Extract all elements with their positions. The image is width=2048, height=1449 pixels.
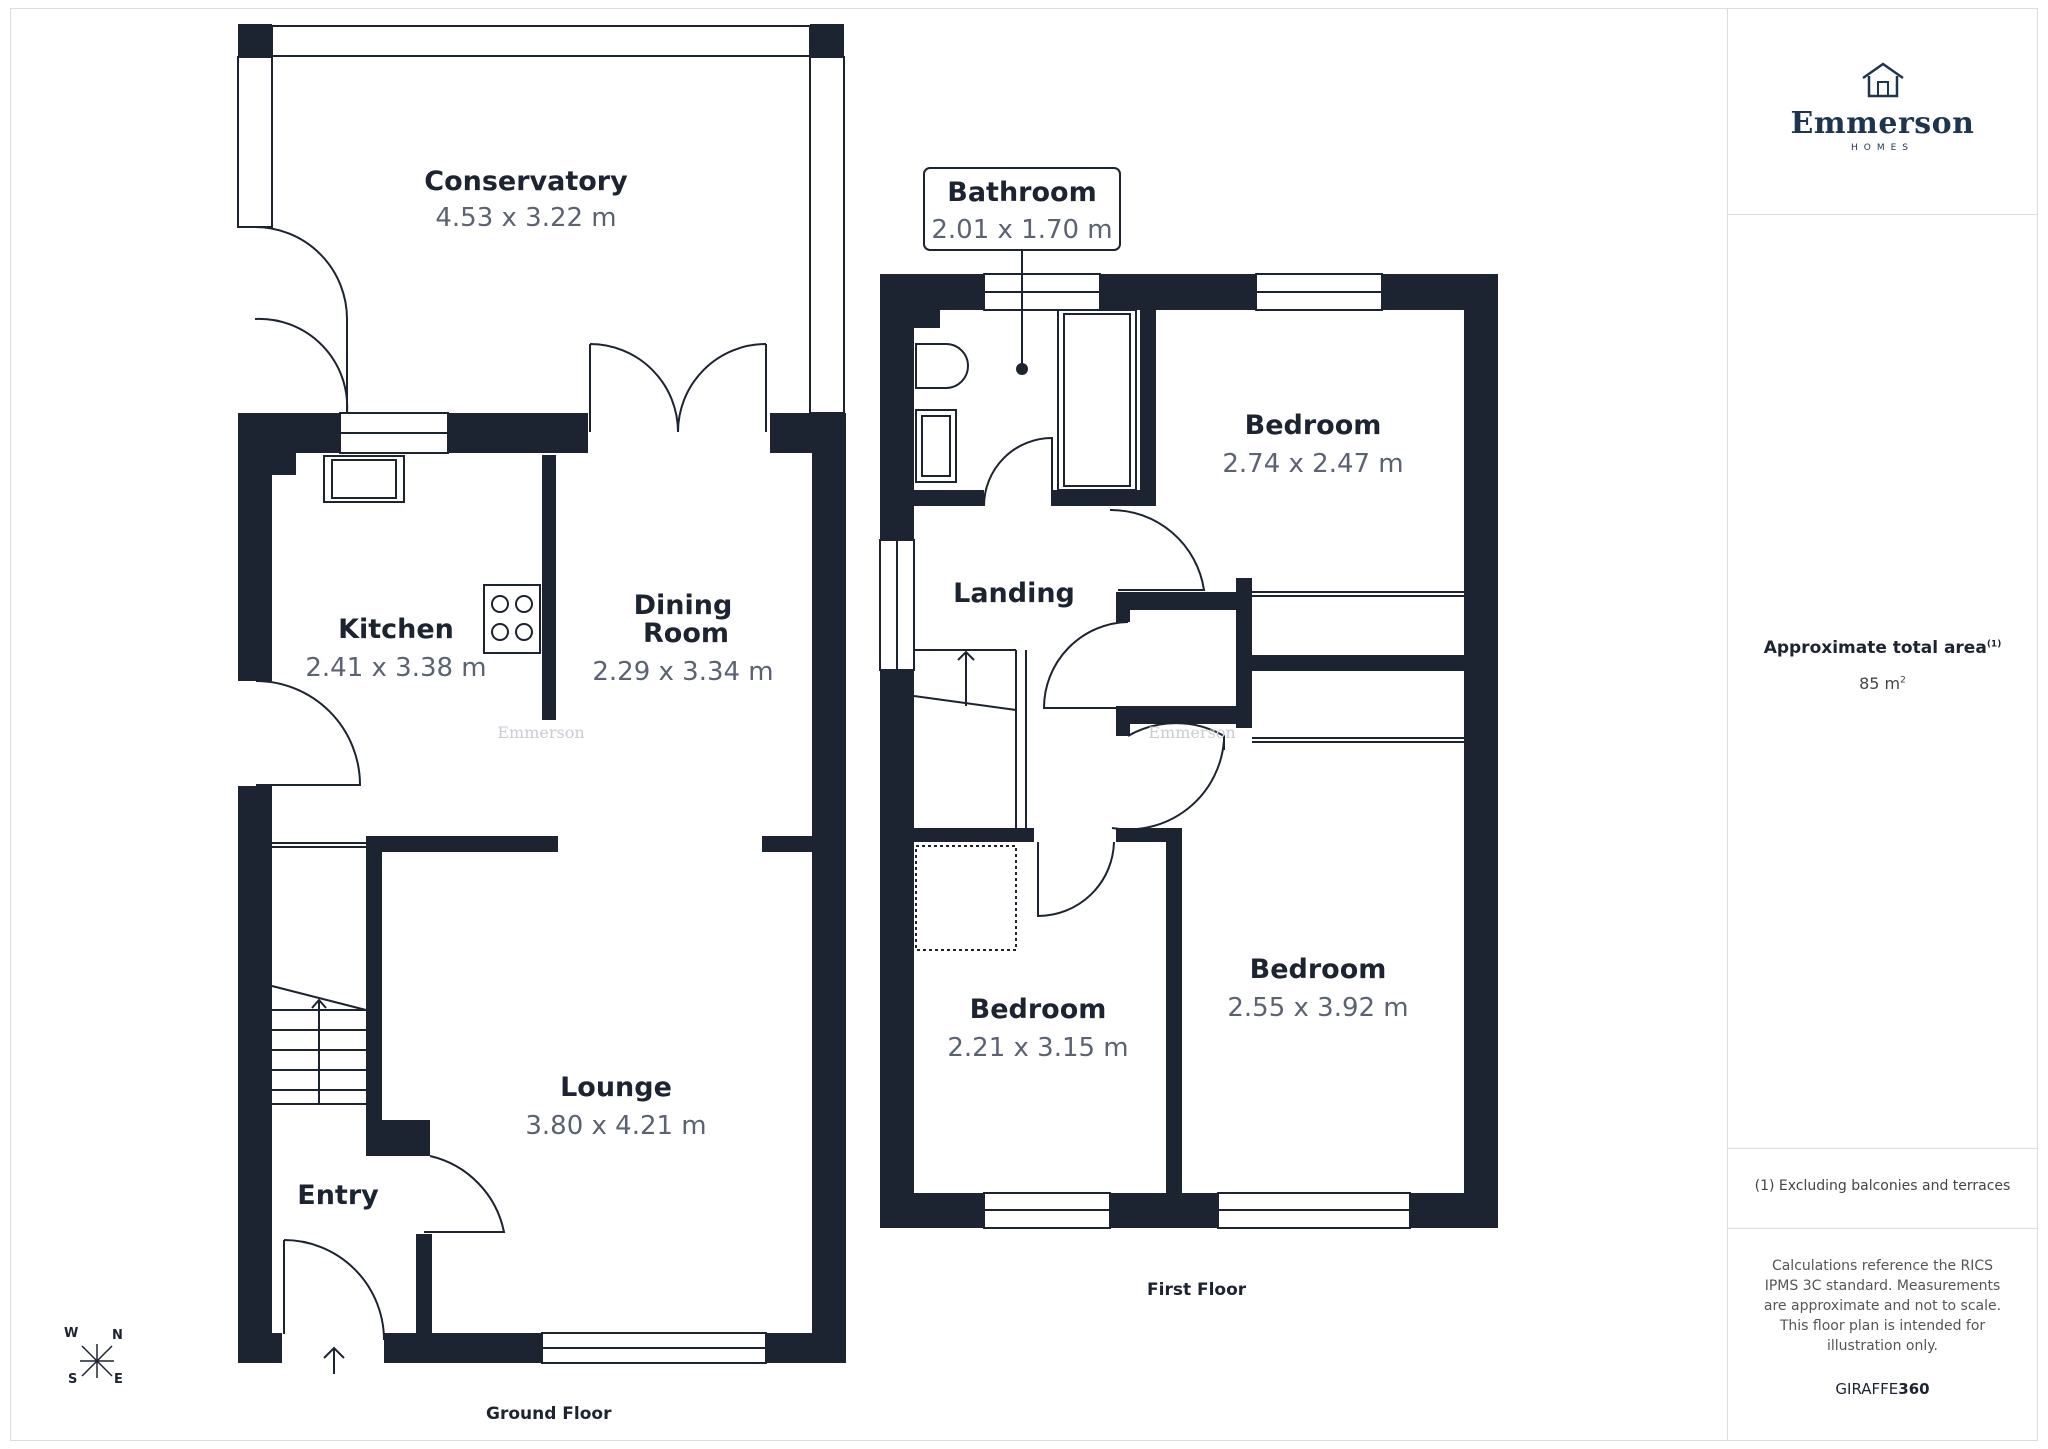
panel-divider-3: [1727, 1228, 2038, 1229]
logo-tagline: HOMES: [1850, 143, 1915, 153]
room-name-bedroom-3: Bedroom: [970, 994, 1107, 1025]
room-dims-bedroom-1: 2.74 x 2.47 m: [1222, 449, 1403, 479]
info-panel: [1727, 8, 2038, 1441]
room-name-bedroom-1: Bedroom: [1245, 410, 1382, 441]
room-dims-bathroom: 2.01 x 1.70 m: [931, 215, 1112, 245]
room-name-lounge: Lounge: [560, 1072, 672, 1103]
area-value: 85 m2: [1859, 674, 1906, 693]
logo-name: Emmerson: [1790, 106, 1975, 141]
room-name-dining-1: Dining: [634, 590, 733, 621]
room-name-landing: Landing: [953, 578, 1075, 609]
room-dims-dining: 2.29 x 3.34 m: [592, 657, 773, 687]
first-floor-walls: [880, 274, 1498, 1228]
watermark-first: Emmerson: [1148, 723, 1235, 742]
room-name-bathroom: Bathroom: [947, 177, 1096, 208]
first-floor-fixtures: [879, 273, 1464, 1229]
area-title: Approximate total area(1): [1763, 638, 2002, 658]
room-name-kitchen: Kitchen: [338, 614, 454, 645]
compass-s: S: [68, 1372, 78, 1387]
footnote: (1) Excluding balconies and terraces: [1754, 1178, 2011, 1194]
ground-floor-walls: [238, 24, 846, 1363]
ground-floor-label: Ground Floor: [486, 1404, 612, 1424]
first-floor-label: First Floor: [1147, 1280, 1247, 1300]
brand-logo: Emmerson HOMES: [1727, 60, 2038, 153]
panel-divider-2: [1727, 1148, 2038, 1149]
house-icon: [1861, 62, 1904, 98]
giraffe360-brand: GIRAFFE360: [1835, 1380, 1930, 1398]
watermark-ground: Emmerson: [497, 723, 584, 742]
compass-icon: [80, 1344, 114, 1378]
calculation-note: Calculations reference the RICS IPMS 3C …: [1763, 1258, 2002, 1354]
room-dims-kitchen: 2.41 x 3.38 m: [305, 653, 486, 683]
room-name-entry: Entry: [297, 1180, 379, 1211]
room-name-dining-2: Room: [643, 618, 729, 649]
compass-w: W: [64, 1326, 79, 1341]
panel-divider-1: [1727, 214, 2038, 215]
floor-plan-drawing: Emmerson Emmerson Conservatory 4.53 x 3.…: [80, 24, 1498, 1378]
room-dims-lounge: 3.80 x 4.21 m: [525, 1111, 706, 1141]
page-frame: [10, 8, 2038, 1441]
compass-e: E: [114, 1372, 123, 1387]
room-dims-conservatory: 4.53 x 3.22 m: [435, 203, 616, 233]
room-name-bedroom-2: Bedroom: [1250, 954, 1387, 985]
room-name-conservatory: Conservatory: [424, 166, 628, 197]
compass-n: N: [112, 1328, 123, 1343]
room-dims-bedroom-3: 2.21 x 3.15 m: [947, 1033, 1128, 1063]
ground-floor-fixtures: [237, 25, 845, 1374]
room-dims-bedroom-2: 2.55 x 3.92 m: [1227, 993, 1408, 1023]
